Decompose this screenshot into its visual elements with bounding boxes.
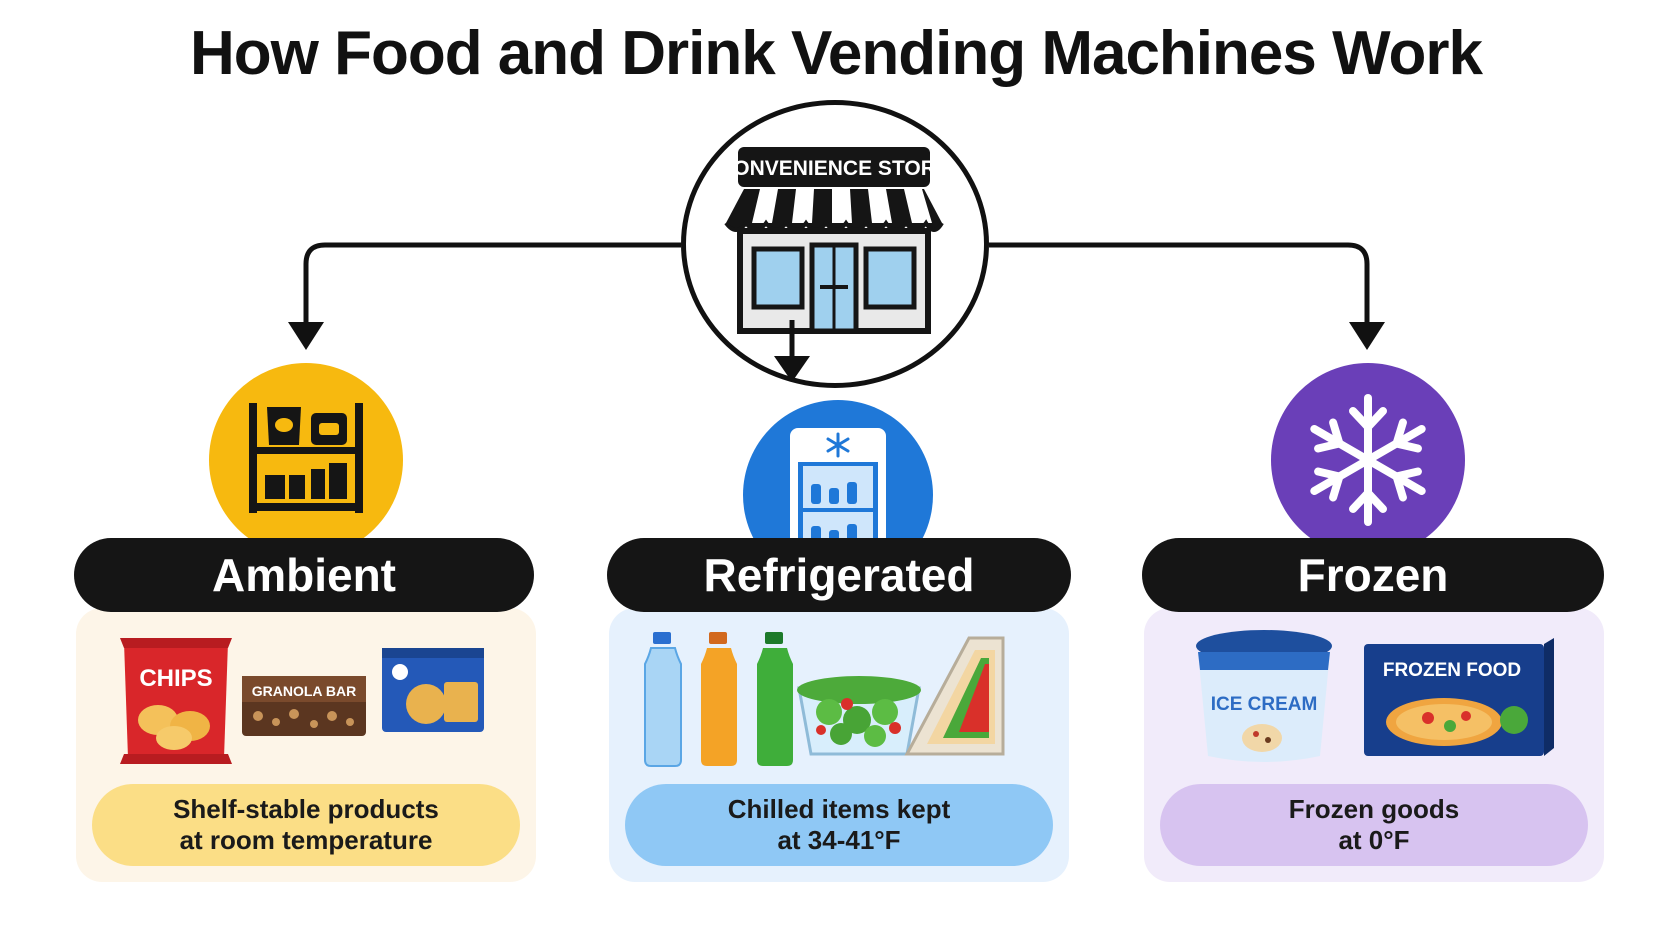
arrow-to-frozen [989, 242, 1370, 324]
sandwich-icon [904, 636, 1005, 756]
page-title: How Food and Drink Vending Machines Work [190, 19, 1483, 88]
refrigerated-description: Chilled items kept at 34-41°F [625, 784, 1053, 866]
svg-text:ICE CREAM: ICE CREAM [1211, 694, 1318, 715]
salad-container-icon [797, 676, 921, 756]
refrigerated-products [644, 632, 1005, 767]
frozen-description: Frozen goods at 0°F [1160, 784, 1588, 866]
convenience-store-hub: CONVENIENCE STORE [681, 100, 989, 388]
pantry-shelf-icon [249, 403, 363, 513]
store-sign-text: CONVENIENCE STORE [718, 157, 950, 180]
ambient-panel: CHIPS GRANOLA BAR Shelf-stable products … [76, 608, 536, 882]
water-bottle-icon [644, 632, 682, 767]
frozen-panel: ICE CREAM FROZEN FOOD Frozen goods at 0°… [1144, 608, 1604, 882]
category-title-refrigerated: Refrigerated [607, 538, 1071, 612]
svg-text:GRANOLA BAR: GRANOLA BAR [252, 683, 356, 699]
orange-juice-bottle-icon [701, 632, 737, 766]
category-title-frozen: Frozen [1142, 538, 1604, 612]
granola-bar-icon: GRANOLA BAR [242, 676, 366, 736]
arrow-head-frozen [1349, 322, 1385, 350]
ambient-products: CHIPS GRANOLA BAR [120, 638, 484, 764]
arrow-to-refrigerated [774, 320, 810, 382]
frozen-icon-circle [1271, 363, 1465, 557]
store-icon: CONVENIENCE STORE [718, 147, 950, 334]
ambient-description: Shelf-stable products at room temperatur… [92, 784, 520, 866]
arrow-to-ambient [303, 242, 681, 324]
svg-text:FROZEN FOOD: FROZEN FOOD [1383, 660, 1521, 681]
frozen-food-box-icon: FROZEN FOOD [1364, 638, 1554, 756]
ice-cream-tub-icon: ICE CREAM [1196, 630, 1332, 762]
svg-text:CHIPS: CHIPS [139, 665, 212, 692]
green-bottle-icon [757, 632, 793, 766]
ambient-icon-circle [209, 363, 403, 557]
crackers-box-icon [382, 648, 484, 732]
category-title-ambient: Ambient [74, 538, 534, 612]
snowflake-icon [1310, 394, 1426, 526]
frozen-products: ICE CREAM FROZEN FOOD [1196, 630, 1554, 762]
chips-bag-icon: CHIPS [120, 638, 232, 764]
refrigerated-panel: Chilled items kept at 34-41°F [609, 608, 1069, 882]
arrow-head-ambient [288, 322, 324, 350]
